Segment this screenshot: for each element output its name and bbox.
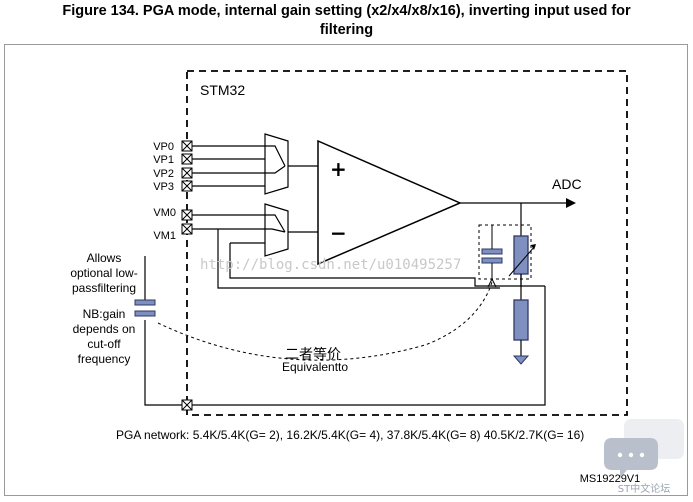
vp-pins: VP0 VP1 VP2 VP3 [153,140,265,193]
opamp-triangle [317,139,462,266]
opamp-minus-symbol: − [330,221,347,245]
vm0-label: VM0 [153,207,176,219]
vp-mux [264,133,289,195]
vp2-label: VP2 [153,168,174,180]
figure-border [4,44,688,496]
opamp-plus-symbol: + [330,157,347,181]
vm1-label: VM1 [153,230,176,242]
forum-chat-icon [604,419,684,478]
equivalent-dashed-box [478,224,532,280]
note-line6: cut-off [87,337,121,351]
external-capacitor-plate-1 [134,299,156,306]
note-line7: frequency [78,352,131,366]
feedback-resistor-bottom [513,299,529,341]
vp0-label: VP0 [153,141,174,153]
vp1-label: VP1 [153,154,174,166]
stm32-boundary [186,70,628,416]
figure-title: Figure 134. PGA mode, internal gain sett… [0,2,693,40]
figure-title-line2: filtering [319,22,374,38]
equivalent-chinese-label: 二者等价 [285,346,341,363]
note-line5: depends on [73,322,136,336]
figure-title-line1: Figure 134. PGA mode, internal gain sett… [62,3,631,19]
ground-icon [512,355,530,365]
internal-capacitor-plate-2 [481,257,503,264]
adc-label: ADC [552,176,582,192]
note-line3: passfiltering [72,281,136,295]
bottom-pin-icon [181,399,193,411]
stm32-label: STM32 [200,82,245,98]
equivalence-curve [157,281,493,361]
internal-capacitor-plate-1 [481,248,503,255]
vm0-pin-icon [181,209,193,221]
vp0-pin-icon [181,140,193,152]
vm1-pin-icon [181,223,193,235]
figure-code: MS19229V1 [580,473,641,485]
note-line2: optional low- [70,266,137,280]
adc-arrow-icon [566,198,576,208]
side-note: Allows optional low- passfiltering NB:ga… [70,251,137,366]
note-line4: NB:gain [83,307,126,321]
pga-network-note: PGA network: 5.4K/5.4K(G= 2), 16.2K/5.4K… [116,428,584,442]
vp1-pin-icon [181,153,193,165]
equivalent-english-label: Equivalentto [282,360,348,374]
vp2-pin-icon [181,167,193,179]
vp3-pin-icon [181,180,193,192]
csdn-watermark: http://blog.csdn.net/u010495257 [200,257,461,273]
note-line1: Allows [87,251,122,265]
vp3-label: VP3 [153,181,174,193]
vm-pins: VM0 VM1 [153,207,265,242]
external-capacitor-plate-2 [134,310,156,317]
forum-badge-label: ST中文论坛 [618,482,670,495]
equivalence-arrow-icon [487,277,497,288]
